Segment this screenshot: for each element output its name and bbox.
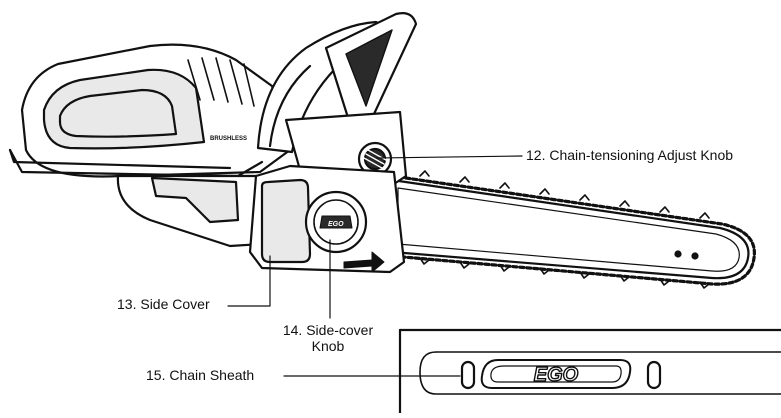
grip-ribs bbox=[187, 57, 255, 107]
callout-chain-tensioning-knob: 12. Chain-tensioning Adjust Knob bbox=[526, 147, 734, 163]
motor-housing bbox=[8, 43, 292, 178]
side-cover-knob bbox=[304, 190, 368, 254]
leader-lines bbox=[227, 155, 523, 377]
chain-sheath bbox=[398, 328, 781, 415]
leader-line-13 bbox=[227, 255, 271, 307]
chain-tensioning-knob bbox=[357, 141, 393, 177]
sheath-logo-text: EGO bbox=[534, 364, 579, 386]
leader-line-12 bbox=[376, 155, 523, 159]
callout-side-cover-knob-line2: Knob bbox=[311, 338, 345, 354]
knob-logo-text: EGO bbox=[328, 221, 344, 228]
base-plate bbox=[116, 174, 264, 248]
brushless-label: BRUSHLESS bbox=[210, 136, 247, 142]
callout-side-cover: 13. Side Cover bbox=[117, 296, 210, 312]
callout-chain-sheath: 15. Chain Sheath bbox=[146, 367, 255, 383]
callout-side-cover-knob-line1: 14. Side-cover bbox=[282, 322, 374, 338]
callout-side-cover-knob: 14. Side-cover Knob bbox=[253, 322, 403, 354]
guide-bar bbox=[390, 178, 750, 280]
saw-chain bbox=[390, 170, 756, 289]
